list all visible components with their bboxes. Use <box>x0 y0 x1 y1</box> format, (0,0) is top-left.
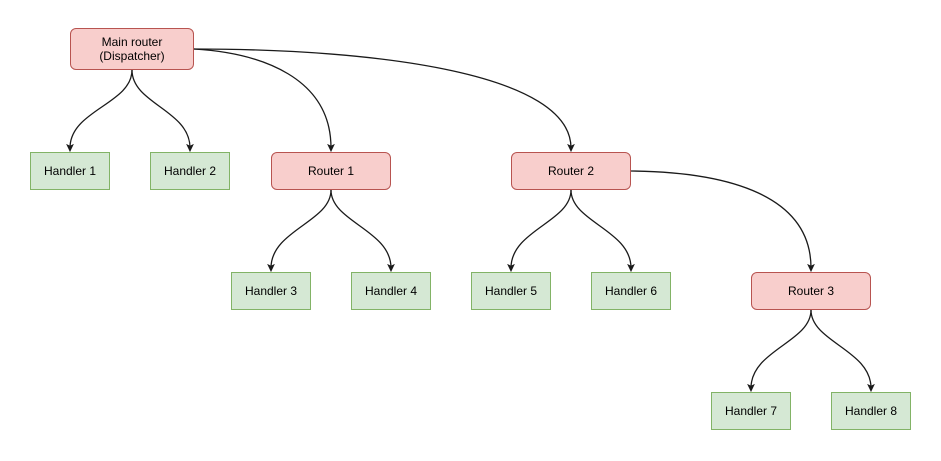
edge-main-to-handler-2 <box>131 69 194 153</box>
node-router-1[interactable]: Router 1 <box>271 152 391 190</box>
edge-router-3-to-handler-7 <box>747 309 812 393</box>
node-handler-2[interactable]: Handler 2 <box>150 152 230 190</box>
node-handler-1[interactable]: Handler 1 <box>30 152 110 190</box>
edge-main-to-router-1 <box>193 48 335 153</box>
node-handler-6[interactable]: Handler 6 <box>591 272 671 310</box>
node-handler-8[interactable]: Handler 8 <box>831 392 911 430</box>
node-router-2[interactable]: Router 2 <box>511 152 631 190</box>
node-label: Main router (Dispatcher) <box>99 35 165 63</box>
edge-router-3-to-handler-8 <box>810 309 875 393</box>
node-handler-7[interactable]: Handler 7 <box>711 392 791 430</box>
node-label: Handler 7 <box>724 404 778 418</box>
node-label: Handler 4 <box>364 284 418 298</box>
edge-router-2-to-handler-5 <box>507 189 572 273</box>
node-label: Handler 1 <box>43 164 97 178</box>
node-label: Handler 2 <box>163 164 217 178</box>
node-label: Handler 5 <box>484 284 538 298</box>
edge-main-to-handler-1 <box>66 69 133 153</box>
edge-router-1-to-handler-3 <box>267 189 332 273</box>
edge-router-2-to-router-3 <box>630 170 815 273</box>
node-handler-3[interactable]: Handler 3 <box>231 272 311 310</box>
node-handler-4[interactable]: Handler 4 <box>351 272 431 310</box>
edge-main-to-router-2 <box>193 48 575 153</box>
edge-router-1-to-handler-4 <box>330 189 395 273</box>
node-label: Handler 3 <box>244 284 298 298</box>
node-label: Router 3 <box>787 284 835 298</box>
node-main-router[interactable]: Main router (Dispatcher) <box>70 28 194 70</box>
node-label: Router 2 <box>547 164 595 178</box>
node-handler-5[interactable]: Handler 5 <box>471 272 551 310</box>
node-router-3[interactable]: Router 3 <box>751 272 871 310</box>
node-label: Router 1 <box>307 164 355 178</box>
node-label: Handler 8 <box>844 404 898 418</box>
edge-router-2-to-handler-6 <box>570 189 635 273</box>
node-label: Handler 6 <box>604 284 658 298</box>
